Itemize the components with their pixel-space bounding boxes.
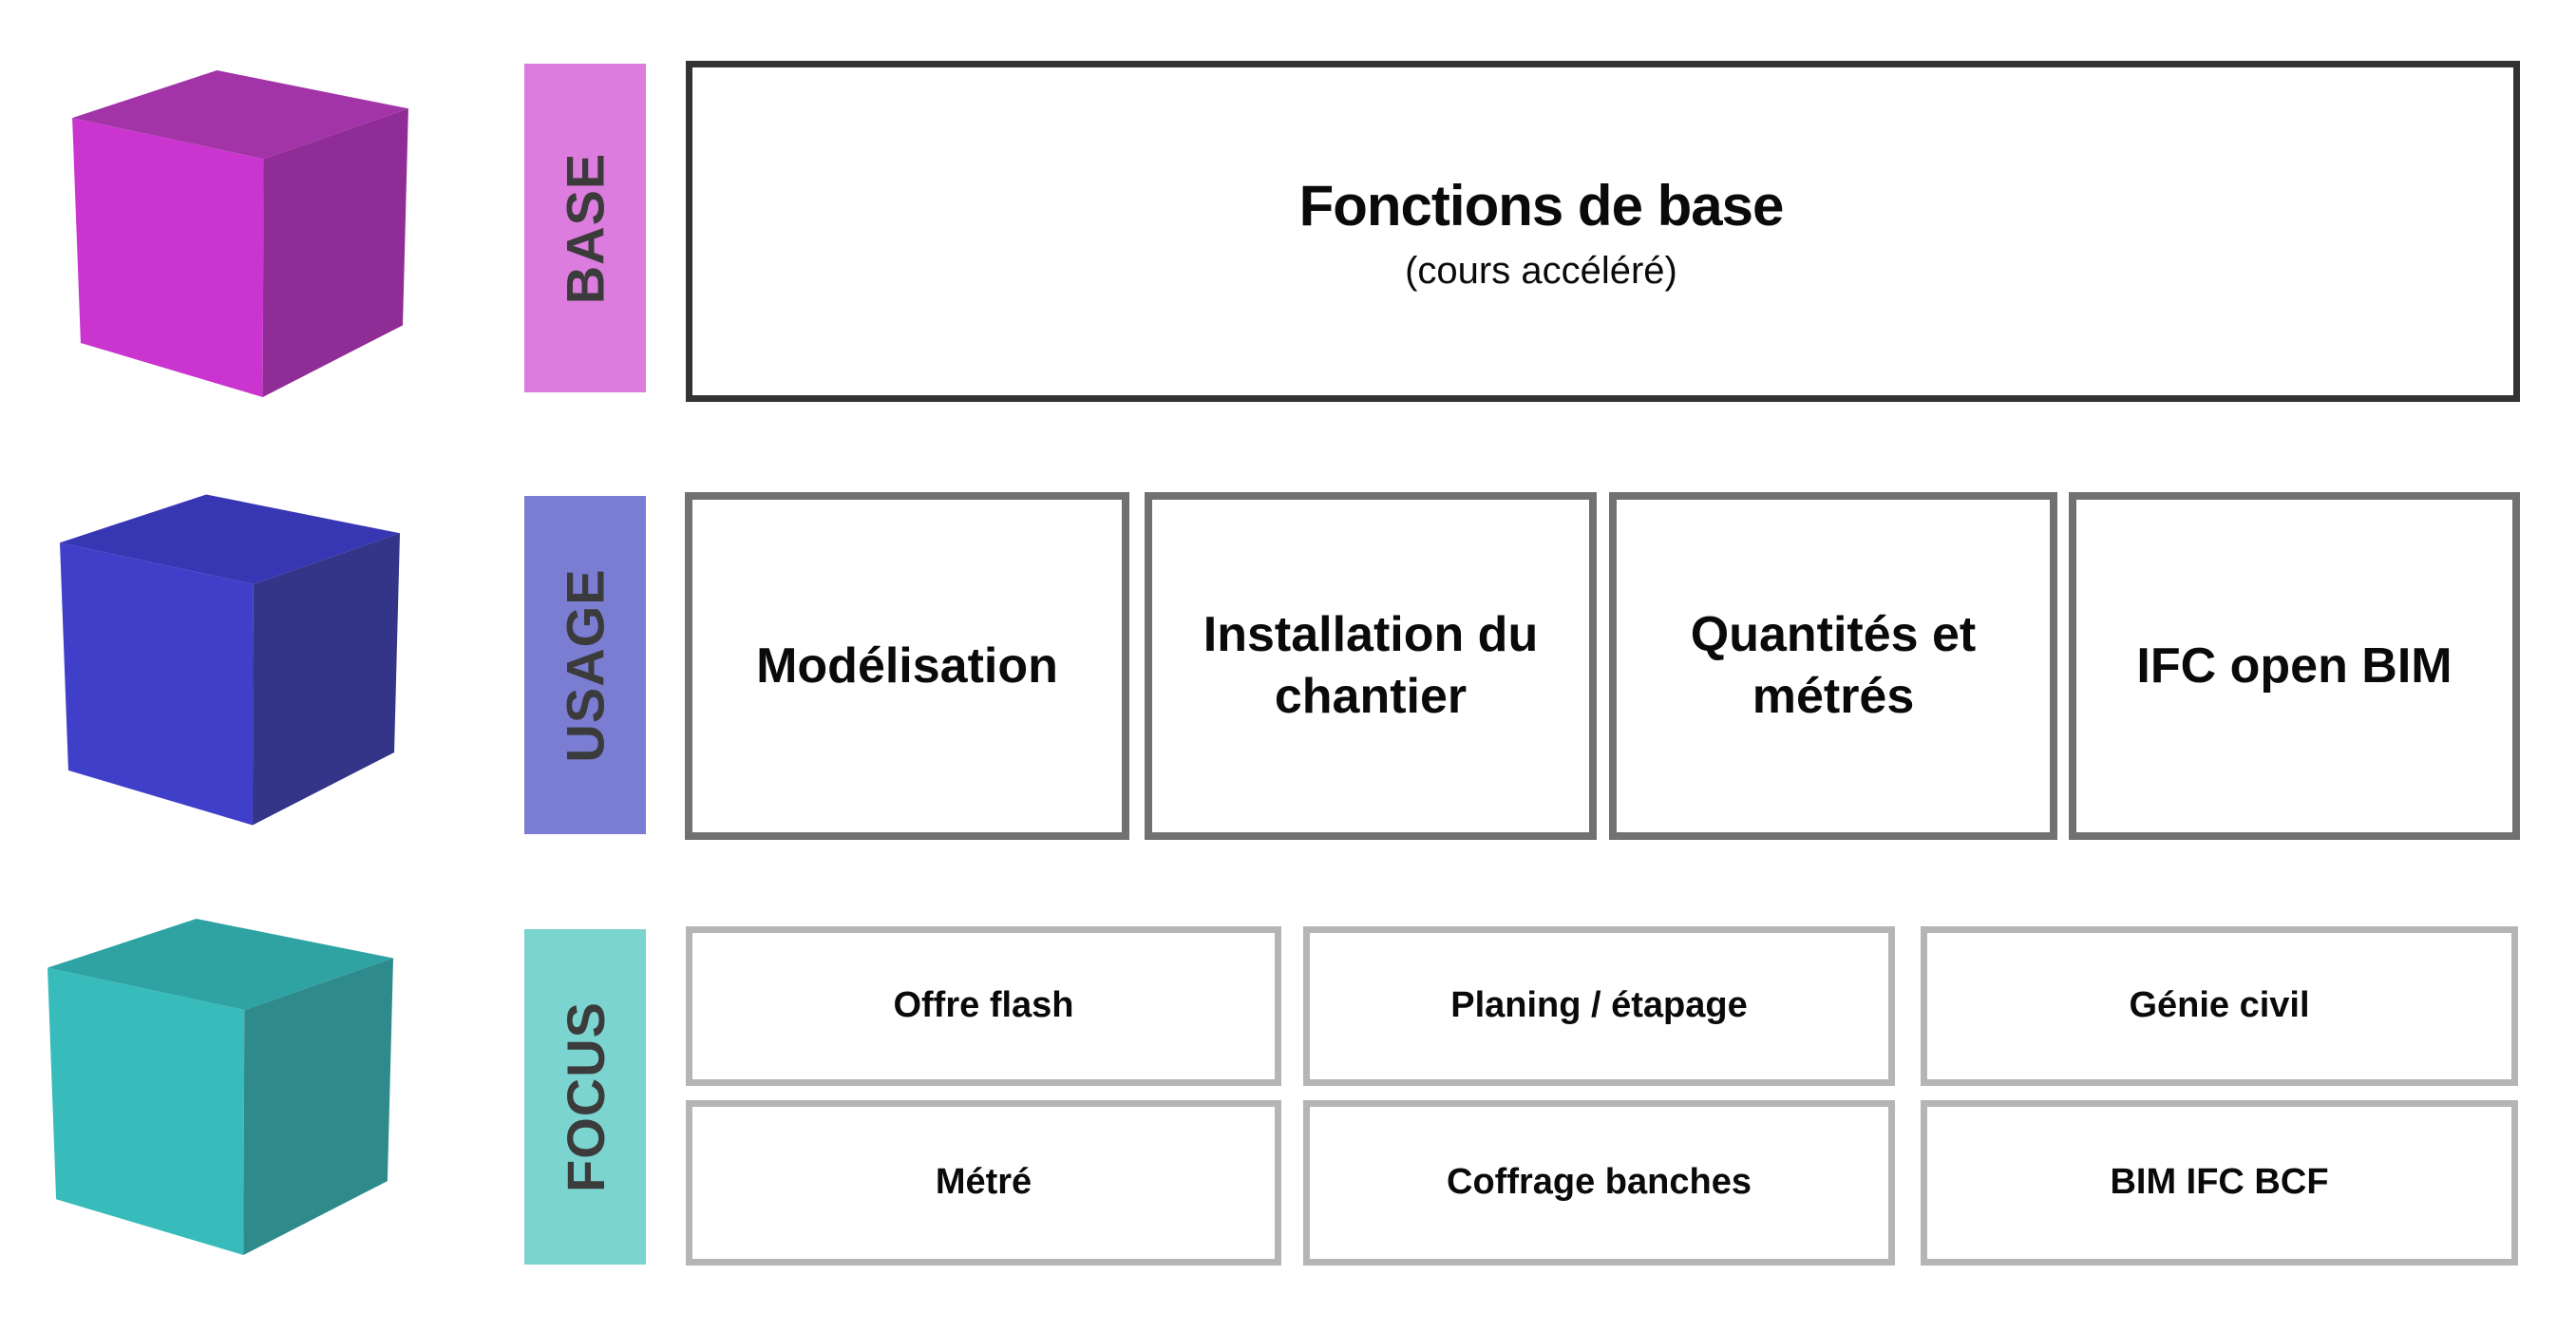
base-row-label-bar: BASE (524, 64, 646, 392)
focus-box-label: BIM IFC BCF (2110, 1162, 2329, 1203)
usage-box-modelisation: Modélisation (685, 492, 1129, 840)
usage-box-label: IFC open BIM (2136, 637, 2453, 694)
base-cube-icon (72, 70, 408, 397)
fonctions-de-base-subtitle: (cours accéléré) (1405, 249, 1677, 292)
cube-left-face (60, 542, 254, 826)
focus-box-metre: Métré (686, 1100, 1281, 1265)
usage-cube-icon (60, 494, 400, 826)
usage-box-quantites-metres: Quantités et métrés (1609, 492, 2057, 840)
usage-row-label-bar: USAGE (524, 496, 646, 834)
cube-left-face (47, 967, 245, 1255)
cube-top-face (72, 70, 408, 160)
focus-box-label: Coffrage banches (1447, 1162, 1752, 1203)
usage-box-label: Quantités et métrés (1690, 607, 1977, 724)
fonctions-de-base-title: Fonctions de base (1298, 173, 1785, 238)
focus-row-label-bar: FOCUS (524, 929, 646, 1265)
focus-box-label: Offre flash (893, 985, 1074, 1026)
cube-right-face (262, 108, 408, 397)
focus-box-label: Génie civil (2129, 985, 2310, 1026)
base-row-label: BASE (555, 152, 616, 304)
focus-box-offre-flash: Offre flash (686, 926, 1281, 1086)
cube-top-face (60, 494, 400, 584)
focus-box-bim-ifc-bcf: BIM IFC BCF (1921, 1100, 2518, 1265)
cube-right-face (243, 958, 393, 1255)
usage-box-installation-chantier: Installation du chantier (1145, 492, 1597, 840)
focus-cube-icon (47, 919, 393, 1255)
focus-box-label: Planing / étapage (1450, 985, 1748, 1026)
focus-box-genie-civil: Génie civil (1921, 926, 2518, 1086)
cube-top-face (47, 919, 393, 1011)
usage-box-label: Modélisation (756, 637, 1058, 694)
focus-row-label: FOCUS (555, 1001, 616, 1192)
cube-right-face (252, 533, 400, 826)
usage-box-label: Installation du chantier (1203, 607, 1539, 724)
usage-row-label: USAGE (555, 567, 616, 763)
focus-box-coffrage-banches: Coffrage banches (1303, 1100, 1895, 1265)
focus-box-label: Métré (935, 1162, 1032, 1203)
fonctions-de-base-box: Fonctions de base (cours accéléré) (686, 61, 2520, 402)
cube-left-face (72, 118, 264, 397)
focus-box-planing-etapage: Planing / étapage (1303, 926, 1895, 1086)
usage-box-ifc-open-bim: IFC open BIM (2069, 492, 2520, 840)
